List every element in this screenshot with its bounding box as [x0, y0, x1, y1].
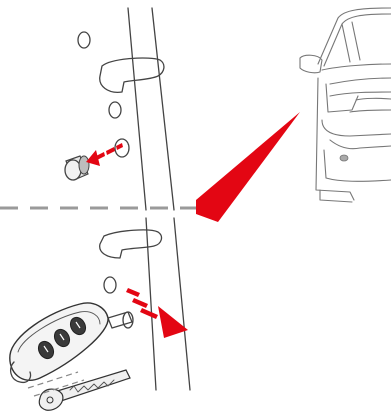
- car-hood-line: [322, 64, 391, 70]
- panel-hole-3: [104, 277, 116, 293]
- car-roof-inner: [324, 14, 391, 66]
- key-blade-shaft: [108, 312, 132, 328]
- door-handle-top-shape: [100, 58, 164, 92]
- door-edge-line-right-bottom: [174, 218, 190, 390]
- panel-hole-2: [109, 102, 121, 118]
- key-fob: [10, 303, 108, 382]
- key-blade-tip: [108, 312, 133, 328]
- car-mirror: [300, 55, 322, 73]
- car-headlight-left: [326, 84, 358, 112]
- door-handle-bottom-shape: [100, 230, 162, 258]
- removal-arrow-dash-3: [116, 143, 123, 150]
- car-bumper-middle: [330, 140, 391, 149]
- insertion-arrow-dash-3: [140, 308, 158, 319]
- car-front-view: [300, 8, 391, 202]
- car-grille-line-2: [350, 110, 391, 112]
- car-body-left: [316, 78, 354, 200]
- mechanical-key: [39, 370, 130, 410]
- car-headlight-upper: [330, 78, 391, 84]
- insertion-arrow-dash-1: [126, 288, 140, 297]
- car-bumper-lower: [324, 150, 391, 181]
- door-edge-line-left-top: [128, 8, 146, 210]
- panel-hole-1: [78, 32, 90, 48]
- door-handle-bottom: [100, 230, 162, 258]
- car-grille-line-1: [356, 98, 391, 100]
- lock-cap-back: [79, 156, 89, 174]
- mechanical-key-head: [39, 389, 63, 410]
- door-edge-line-right-top: [152, 8, 174, 210]
- door-handle-top: [100, 58, 164, 92]
- car-fog-light: [340, 155, 348, 161]
- lock-cap: [65, 156, 89, 180]
- red-wedge-pointer: [196, 112, 300, 222]
- car-windshield-lines: [342, 22, 360, 62]
- car-bumper-upper: [322, 120, 391, 136]
- insertion-arrow-dash-2: [132, 298, 148, 308]
- lock-cap-face: [65, 160, 81, 180]
- insertion-arrow: [126, 288, 188, 338]
- car-headlight-lower: [330, 92, 391, 96]
- removal-arrow-dash-2: [106, 147, 115, 155]
